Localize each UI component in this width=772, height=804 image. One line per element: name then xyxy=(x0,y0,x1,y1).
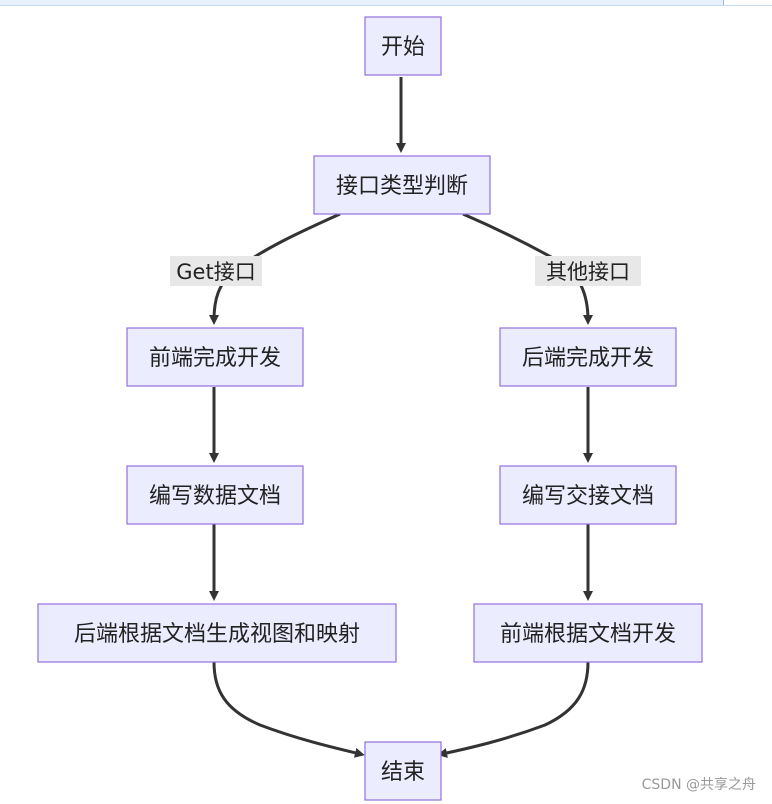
top-window-strip xyxy=(0,0,772,6)
watermark: CSDN @共享之舟 xyxy=(641,777,756,793)
edge-frontend-by-doc-end xyxy=(437,661,590,758)
node-end: 结束 xyxy=(364,741,442,801)
top-strip-tab xyxy=(723,0,772,5)
node-frontend-dev-label: 前端完成开发 xyxy=(149,346,281,371)
node-judge: 接口类型判断 xyxy=(313,155,491,215)
node-write-handover-doc: 编写交接文档 xyxy=(499,465,677,525)
node-frontend-by-doc-label: 前端根据文档开发 xyxy=(500,622,676,647)
node-start: 开始 xyxy=(364,16,442,76)
node-write-data-doc: 编写数据文档 xyxy=(126,465,304,525)
node-frontend-dev: 前端完成开发 xyxy=(126,327,304,387)
node-backend-generate: 后端根据文档生成视图和映射 xyxy=(37,603,397,663)
node-end-label: 结束 xyxy=(381,760,425,785)
node-judge-label: 接口类型判断 xyxy=(336,174,468,199)
node-write-data-doc-label: 编写数据文档 xyxy=(149,484,281,509)
node-backend-generate-label: 后端根据文档生成视图和映射 xyxy=(74,622,360,647)
node-backend-dev: 后端完成开发 xyxy=(499,327,677,387)
edge-label-other-text: 其他接口 xyxy=(546,260,630,284)
edge-backend-generate-end xyxy=(212,661,365,758)
node-frontend-by-doc: 前端根据文档开发 xyxy=(473,603,703,663)
node-backend-dev-label: 后端完成开发 xyxy=(522,346,654,371)
edge-label-other: 其他接口 xyxy=(535,256,641,286)
edge-label-get-text: Get接口 xyxy=(176,260,255,284)
node-start-label: 开始 xyxy=(381,35,425,60)
node-write-handover-doc-label: 编写交接文档 xyxy=(522,484,654,509)
edge-label-get: Get接口 xyxy=(170,256,262,286)
